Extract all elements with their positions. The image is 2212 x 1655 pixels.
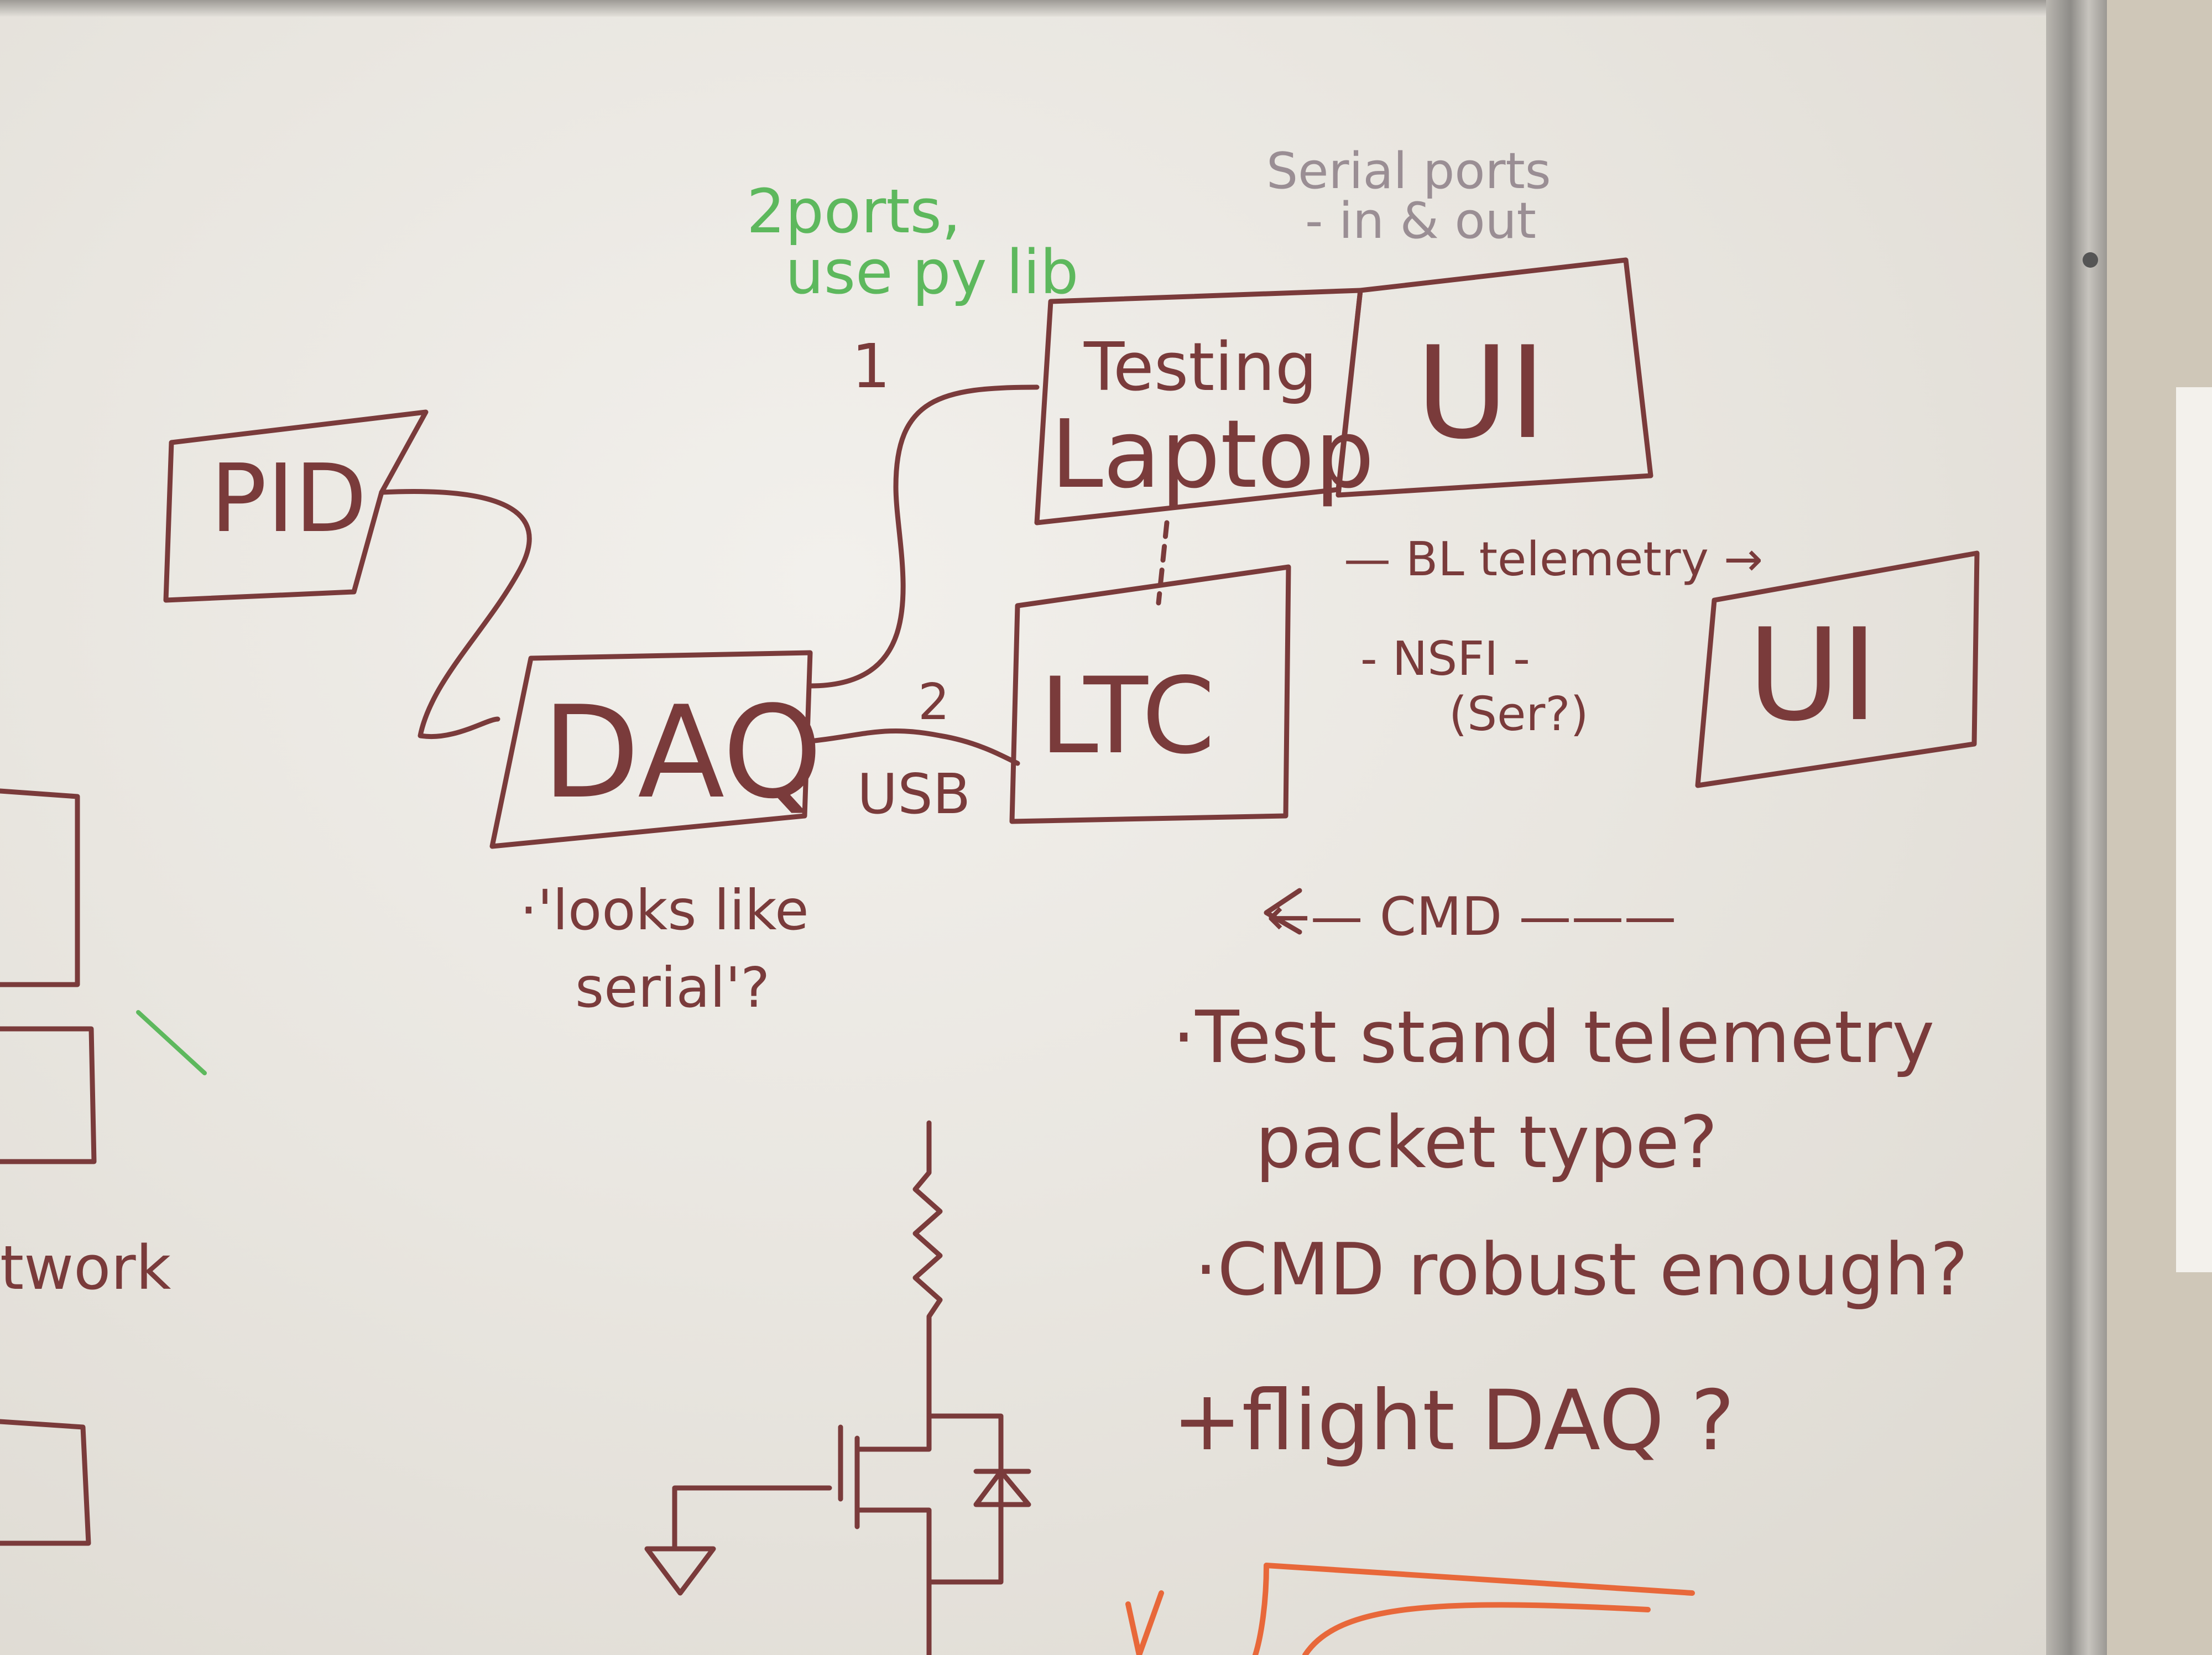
resistor xyxy=(912,1120,943,1419)
nsfi-label: - NSFI - xyxy=(1360,632,1530,686)
daq-label: DAQ xyxy=(542,679,822,827)
ui-right-label: UI xyxy=(1747,602,1878,750)
ground-symbol xyxy=(644,1546,716,1596)
orange-curve xyxy=(1253,1563,1695,1655)
ui-top-box xyxy=(1335,257,1653,498)
daq-box xyxy=(489,650,813,849)
daq-laptop-wire xyxy=(807,384,1040,689)
usb-label: USB xyxy=(857,762,971,826)
ltc-box xyxy=(1009,564,1291,824)
ser-label: (Ser?) xyxy=(1449,687,1589,742)
frame-screw xyxy=(2083,252,2098,268)
daq-ltc-wire xyxy=(807,728,1020,766)
left-box-3 xyxy=(0,1419,91,1546)
cmd-arrow-head xyxy=(1264,888,1302,935)
left-box-1 xyxy=(0,788,80,987)
cmd-label: ←— CMD ——— xyxy=(1266,887,1676,948)
ui-top-label: UI xyxy=(1416,320,1546,467)
bl-telemetry-label: — BL telemetry → xyxy=(1344,532,1763,587)
green-note-line2: use py lib xyxy=(785,237,1079,308)
label-1: 1 xyxy=(852,331,890,402)
question-2: ·CMD robust enough? xyxy=(1194,1227,1968,1311)
grey-note-line1: Serial ports xyxy=(1266,142,1551,200)
question-1-line1: ·Test stand telemetry xyxy=(1172,995,1934,1079)
whiteboard-top-edge xyxy=(0,0,2079,17)
orange-mark xyxy=(1125,1590,1164,1655)
pid-daq-wire xyxy=(379,489,532,739)
whiteboard-frame xyxy=(2046,0,2107,1655)
pid-label: PID xyxy=(210,444,367,554)
looks-like-line1: ·'looks like xyxy=(520,878,809,943)
pid-box xyxy=(163,409,429,603)
green-note-line1: 2ports, xyxy=(747,176,961,247)
looks-like-line2: serial'? xyxy=(575,955,770,1020)
ltc-label: LTC xyxy=(1040,655,1215,777)
posted-paper xyxy=(2176,387,2212,1272)
laptop-ltc-dashed xyxy=(1156,520,1170,606)
whiteboard xyxy=(0,0,2079,1655)
green-stray-mark xyxy=(136,1010,207,1075)
left-box-2 xyxy=(0,1026,97,1164)
grey-note-line2: - in & out xyxy=(1305,192,1536,250)
testing-label: Testing xyxy=(1083,329,1317,406)
left-fragment: twork xyxy=(0,1232,171,1303)
laptop-label: Laptop xyxy=(1051,400,1374,509)
mosfet xyxy=(672,1413,1031,1655)
label-2: 2 xyxy=(918,673,950,731)
ui-right-box xyxy=(1695,550,1980,788)
question-3: +flight DAQ ? xyxy=(1172,1373,1735,1469)
question-1-line2: packet type? xyxy=(1255,1100,1718,1184)
